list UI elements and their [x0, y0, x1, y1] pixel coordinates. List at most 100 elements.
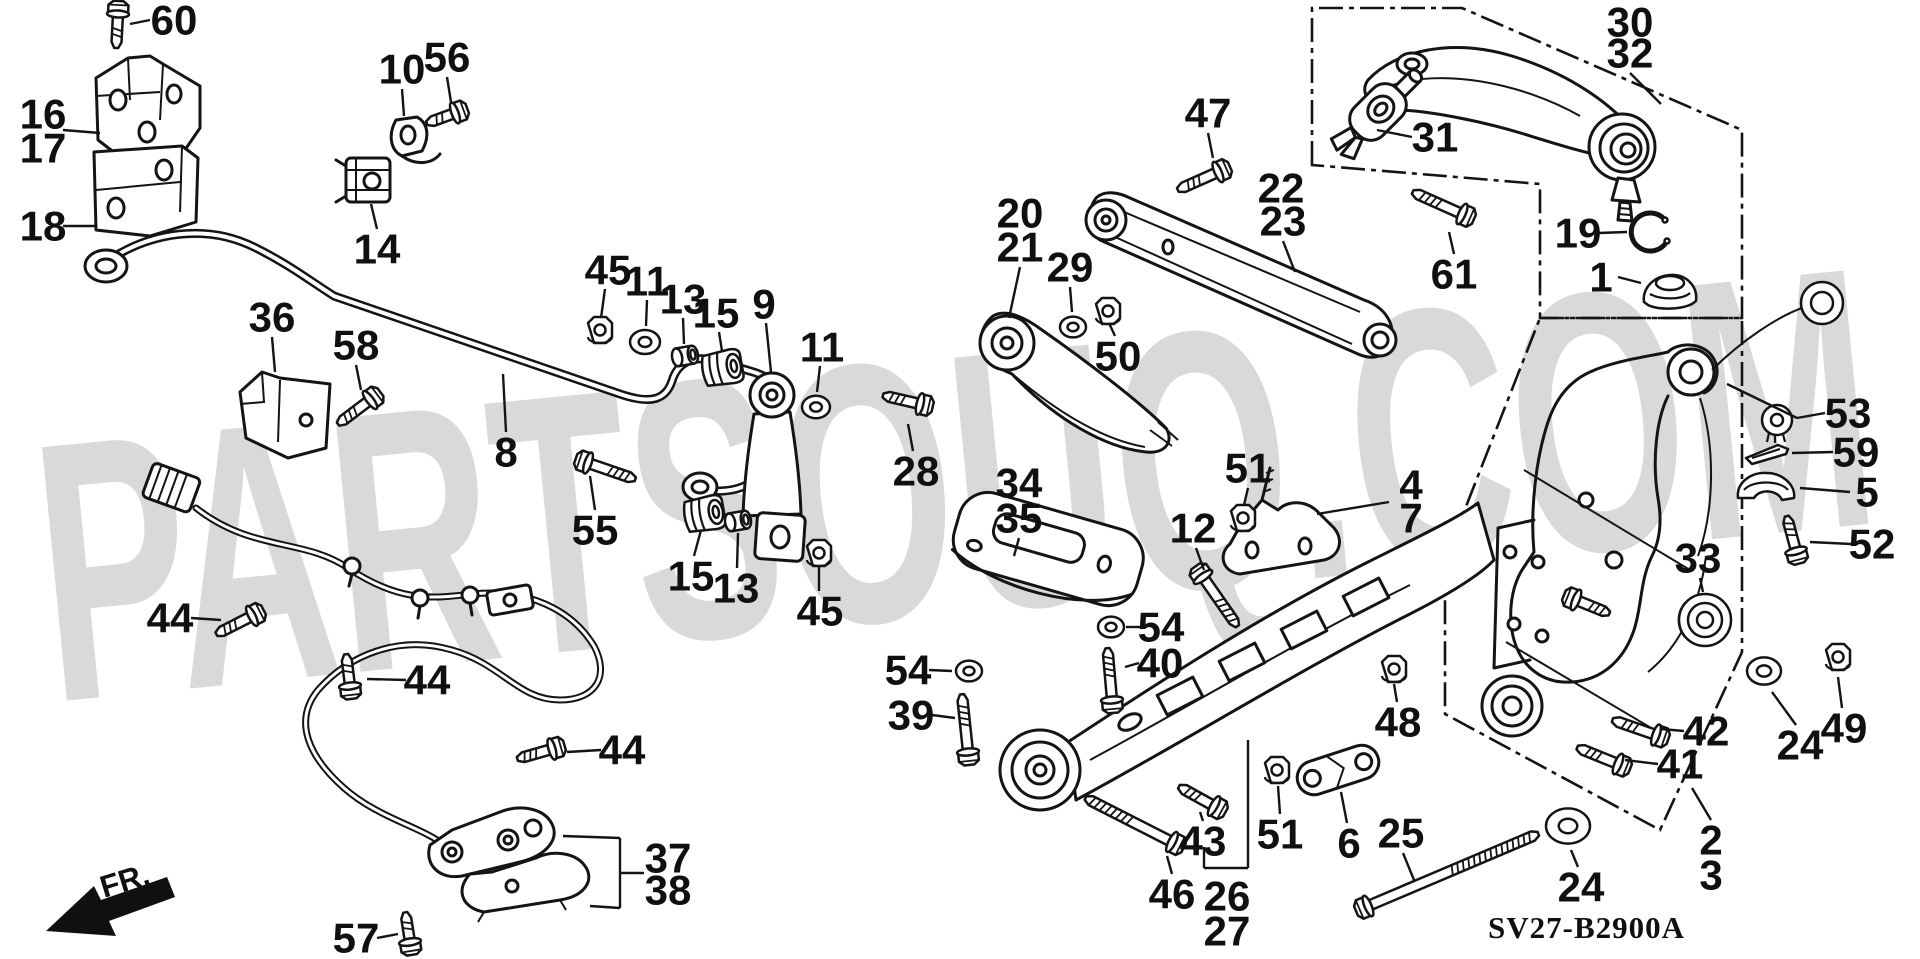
part-callout-31[interactable]: 31	[1412, 114, 1459, 161]
part-callout-33[interactable]: 33	[1675, 535, 1722, 582]
part-callout-23[interactable]: 23	[1260, 198, 1307, 245]
part-callout-10[interactable]: 10	[379, 46, 426, 93]
bracket-16-17	[94, 54, 202, 165]
part-callout-44[interactable]: 44	[147, 595, 194, 642]
part-callout-16[interactable]: 16	[20, 91, 67, 138]
part-callout-19[interactable]: 19	[1555, 210, 1602, 257]
part-callout-15[interactable]: 15	[668, 553, 715, 600]
part-callout-15[interactable]: 15	[693, 290, 740, 337]
part-callout-39[interactable]: 39	[888, 692, 935, 739]
part-callout-54[interactable]: 54	[1138, 604, 1185, 651]
leader-line	[354, 364, 363, 391]
leader-line	[129, 18, 151, 26]
part-callout-59[interactable]: 59	[1833, 429, 1880, 476]
part-callout-13[interactable]: 13	[660, 276, 707, 323]
part-callout-13[interactable]: 13	[713, 565, 760, 612]
leader-line	[1276, 785, 1282, 815]
part-callout-1[interactable]: 1	[1589, 254, 1612, 301]
part-callout-6[interactable]: 6	[1337, 820, 1360, 867]
part-callout-46[interactable]: 46	[1149, 871, 1196, 918]
part-bolt-icon	[1176, 783, 1230, 821]
part-callout-9[interactable]: 9	[752, 281, 775, 328]
part-clip-icon	[1744, 443, 1790, 466]
part-callout-26[interactable]: 26	[1204, 873, 1251, 920]
part-callout-34[interactable]: 34	[996, 460, 1043, 507]
leader-line	[1726, 382, 1798, 420]
part-callout-38[interactable]: 38	[645, 867, 692, 914]
leader-line	[1809, 540, 1852, 546]
part-callout-42[interactable]: 42	[1683, 708, 1730, 755]
part-callout-44[interactable]: 44	[404, 657, 451, 704]
part-callout-36[interactable]: 36	[249, 294, 296, 341]
part-boot-icon	[1642, 273, 1698, 310]
part-callout-56[interactable]: 56	[424, 34, 471, 81]
part-callout-43[interactable]: 43	[1180, 818, 1227, 865]
part-callout-41[interactable]: 41	[1657, 741, 1704, 788]
part-callout-8[interactable]: 8	[494, 429, 517, 476]
part-callout-45[interactable]: 45	[585, 247, 632, 294]
part-callout-24[interactable]: 24	[1777, 722, 1824, 769]
leader-line	[501, 373, 508, 433]
part-callout-22[interactable]: 22	[1258, 165, 1305, 212]
bracket-18	[92, 144, 200, 238]
part-callout-28[interactable]: 28	[893, 448, 940, 495]
leader-line	[400, 88, 406, 117]
part-callout-51[interactable]: 51	[1225, 445, 1272, 492]
part-nut-icon	[1380, 654, 1408, 684]
leader-line	[1206, 132, 1215, 159]
leader-line	[1629, 72, 1662, 105]
leader-line	[1242, 487, 1250, 506]
part-callout-50[interactable]: 50	[1095, 333, 1142, 380]
part-callout-24[interactable]: 24	[1558, 864, 1605, 911]
leader-line	[1799, 486, 1851, 494]
part-callout-3[interactable]: 3	[1699, 852, 1722, 899]
diagram-code: SV27-B2900A	[1488, 910, 1685, 945]
part-callout-51[interactable]: 51	[1257, 811, 1304, 858]
part-callout-45[interactable]: 45	[797, 588, 844, 635]
leader-line	[589, 904, 621, 910]
part-bolt-icon	[1099, 646, 1125, 715]
part-callout-49[interactable]: 49	[1821, 705, 1868, 752]
part-bolt-icon	[955, 692, 981, 767]
part-bolt-icon	[515, 735, 568, 764]
part-callout-7[interactable]: 7	[1399, 495, 1422, 542]
part-callout-11[interactable]: 11	[625, 258, 669, 305]
part-callout-35[interactable]: 35	[996, 495, 1043, 542]
part-callout-25[interactable]: 25	[1378, 810, 1425, 857]
part-callout-18[interactable]: 18	[20, 203, 67, 250]
part-callout-53[interactable]: 53	[1825, 390, 1872, 437]
part-callout-27[interactable]: 27	[1204, 908, 1251, 955]
part-callout-57[interactable]: 57	[333, 915, 380, 959]
harness-clip	[460, 585, 480, 617]
part-callout-44[interactable]: 44	[599, 727, 646, 774]
part-callout-5[interactable]: 5	[1855, 469, 1878, 516]
part-callout-30[interactable]: 30	[1607, 0, 1654, 46]
part-callout-58[interactable]: 58	[333, 322, 380, 369]
part-callout-4[interactable]: 4	[1399, 462, 1423, 509]
leader-line	[681, 317, 686, 345]
leader-line	[1791, 450, 1834, 455]
part-callout-20[interactable]: 20	[997, 190, 1044, 237]
part-callout-2[interactable]: 2	[1699, 817, 1722, 864]
part-callout-29[interactable]: 29	[1047, 244, 1094, 291]
part-callout-21[interactable]: 21	[997, 224, 1044, 271]
part-callout-11[interactable]: 11	[800, 324, 844, 371]
part-callout-14[interactable]: 14	[354, 226, 401, 273]
part-callout-60[interactable]: 60	[151, 0, 198, 44]
part-callout-48[interactable]: 48	[1375, 699, 1422, 746]
part-callout-12[interactable]: 12	[1170, 505, 1217, 552]
part-callout-17[interactable]: 17	[20, 125, 67, 172]
leader-line	[815, 365, 822, 393]
part-callout-55[interactable]: 55	[572, 507, 619, 554]
bushing-14	[334, 156, 392, 204]
part-callout-37[interactable]: 37	[645, 835, 692, 882]
part-sleeve-icon	[670, 344, 700, 368]
part-callout-52[interactable]: 52	[1849, 521, 1896, 568]
part-callout-40[interactable]: 40	[1137, 640, 1184, 687]
part-callout-47[interactable]: 47	[1185, 90, 1232, 137]
part-callout-54[interactable]: 54	[885, 647, 932, 694]
part-callout-61[interactable]: 61	[1431, 251, 1478, 298]
part-callout-32[interactable]: 32	[1607, 30, 1654, 77]
part-bushTR-icon	[1799, 280, 1845, 326]
leader-line	[599, 288, 607, 319]
